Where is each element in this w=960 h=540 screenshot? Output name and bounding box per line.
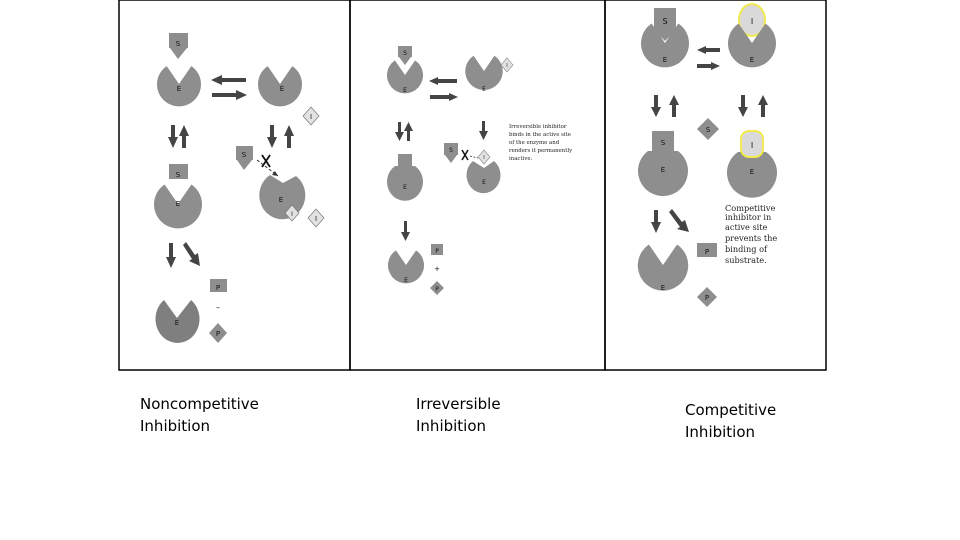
svg-text:I: I: [483, 155, 484, 161]
products-3: P P: [697, 243, 717, 307]
svg-text:S: S: [176, 171, 181, 179]
svg-text:I: I: [506, 63, 507, 69]
inhibitor-1: I: [302, 106, 320, 126]
inhibitor-2: I: [500, 57, 514, 73]
enzyme-6: E: [728, 23, 776, 68]
svg-text:I: I: [291, 211, 293, 218]
enzyme-inhibitor-complex: I E: [726, 130, 777, 198]
svg-text:S: S: [449, 147, 453, 154]
substrate-label: S: [176, 40, 181, 48]
enzyme-free-2: E: [387, 250, 425, 284]
enzyme-substrate-complex-3: S E: [637, 131, 689, 196]
equilibrium-arrows-1: [211, 75, 247, 100]
svg-text:S: S: [706, 126, 711, 134]
vertical-arrows-2: [267, 125, 294, 148]
enzyme-substrate-complex: S E: [154, 164, 202, 229]
svg-text:Competitive inhibitor: Competitive inhibitor in active site pre…: [725, 203, 780, 265]
substrate-competing: S: [697, 118, 719, 140]
svg-text:I: I: [751, 141, 753, 150]
svg-text:E: E: [280, 85, 284, 93]
svg-text:P: P: [435, 248, 439, 255]
enzyme-free-3: E: [637, 244, 689, 292]
caption-noncompetitive: Noncompetitive Inhibition: [140, 395, 259, 435]
substrate-3: S: [654, 8, 676, 41]
svg-text:P: P: [435, 286, 439, 293]
svg-text:P: P: [216, 330, 220, 338]
svg-text:S: S: [403, 50, 407, 57]
enzyme-5: E: [641, 23, 689, 68]
panel-irreversible: S E E I Irreversible inhibitor binds in …: [386, 46, 574, 295]
substrate-1: S: [169, 33, 188, 59]
svg-text:Irreversible inhibitor: Irreversible inhibitor binds in the acti…: [509, 124, 574, 162]
product-arrow-3: [401, 221, 410, 241]
product-arrows-5: [651, 209, 689, 233]
inhibitor-label: I: [310, 113, 312, 121]
note-competitive: Competitive inhibitor in active site pre…: [725, 203, 780, 265]
svg-text:E: E: [661, 166, 665, 174]
svg-text:E: E: [175, 319, 179, 327]
svg-text:I: I: [315, 215, 317, 223]
products-2: P + P: [430, 244, 444, 295]
svg-text:E: E: [403, 184, 407, 191]
caption-competitive: Competitive Inhibition: [685, 401, 777, 441]
svg-text:S: S: [242, 151, 247, 159]
note-irreversible: Irreversible inhibitor binds in the acti…: [509, 124, 574, 162]
svg-text:E: E: [482, 179, 486, 186]
enzyme-3: E: [386, 60, 424, 94]
enzyme-1: E: [157, 66, 201, 107]
inhibitor-3-highlighted: I: [738, 3, 766, 37]
panel-noncompetitive: S E E I: [154, 33, 325, 343]
enzyme-2: E: [258, 66, 302, 107]
svg-text:P: P: [705, 248, 709, 256]
products-1: P – P: [209, 279, 227, 343]
caption-irreversible: Irreversible Inhibition: [416, 395, 501, 435]
enzyme-4: E: [465, 55, 503, 93]
svg-text:E: E: [176, 200, 180, 208]
enzyme-inhibited: E I I: [259, 175, 325, 228]
enzyme-substrate-complex-2: E: [386, 154, 423, 201]
enzyme-inactive: I E: [466, 149, 501, 194]
enzyme-free: E: [155, 300, 200, 343]
substrate-blocked: S: [236, 146, 279, 177]
svg-text:E: E: [482, 86, 486, 93]
substrate-blocked-2: S: [444, 143, 479, 163]
svg-text:E: E: [661, 284, 665, 292]
svg-text:I: I: [751, 17, 753, 26]
vertical-arrows-1: [168, 125, 189, 148]
panel-frame-noncompetitive: [118, 0, 351, 371]
svg-text:P: P: [705, 294, 709, 302]
svg-text:E: E: [750, 56, 754, 64]
vertical-arrows-3: [395, 121, 488, 141]
svg-text:E: E: [403, 87, 407, 94]
svg-text:–: –: [216, 303, 220, 312]
enzyme-label: E: [177, 85, 181, 93]
panel-competitive: S E I E S S: [637, 3, 780, 307]
svg-text:S: S: [662, 17, 667, 26]
substrate-2: S: [398, 46, 412, 65]
svg-text:S: S: [661, 139, 666, 147]
product-arrows-1: [166, 242, 200, 268]
equilibrium-arrows-5: [697, 46, 720, 70]
equilibrium-arrows-3: [429, 77, 458, 101]
vertical-arrows-5: [651, 95, 768, 117]
svg-text:E: E: [404, 277, 408, 284]
svg-text:E: E: [750, 168, 754, 176]
product-label: P: [216, 284, 220, 292]
panel-frame-competitive: [604, 0, 827, 371]
svg-text:E: E: [279, 196, 283, 204]
svg-text:E: E: [663, 56, 667, 64]
svg-text:+: +: [434, 265, 440, 273]
